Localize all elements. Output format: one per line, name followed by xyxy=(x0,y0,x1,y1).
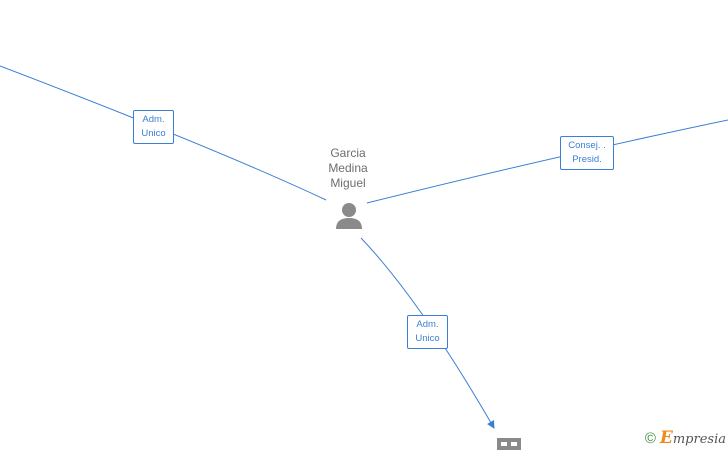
person-name-line: Miguel xyxy=(330,176,366,190)
relation-label-bottom[interactable]: Adm. Unico xyxy=(407,315,448,349)
edge-left xyxy=(0,65,327,201)
building-icon[interactable] xyxy=(497,438,521,450)
relation-label-left[interactable]: Adm. Unico xyxy=(133,110,174,144)
brand-text: mpresia xyxy=(672,432,726,447)
empresia-watermark: © Empresia xyxy=(645,428,726,448)
person-name[interactable]: Garcia Medina Miguel xyxy=(300,146,396,191)
copyright-icon: © xyxy=(644,429,656,447)
person-name-line: Garcia xyxy=(330,146,366,160)
relation-label-line: Consej. . xyxy=(568,140,606,151)
brand-initial: E xyxy=(659,428,673,448)
relation-label-line: Unico xyxy=(415,333,440,344)
person-name-line: Medina xyxy=(328,161,368,175)
edge-right xyxy=(366,119,728,204)
relation-label-line: Presid. xyxy=(572,154,602,165)
brand-logo: Empresia xyxy=(660,428,726,448)
person-icon[interactable] xyxy=(336,203,362,229)
relation-label-right[interactable]: Consej. . Presid. xyxy=(560,136,614,170)
relation-label-line: Adm. xyxy=(142,114,165,125)
relation-label-line: Adm. xyxy=(416,319,439,330)
relation-label-line: Unico xyxy=(141,128,166,139)
